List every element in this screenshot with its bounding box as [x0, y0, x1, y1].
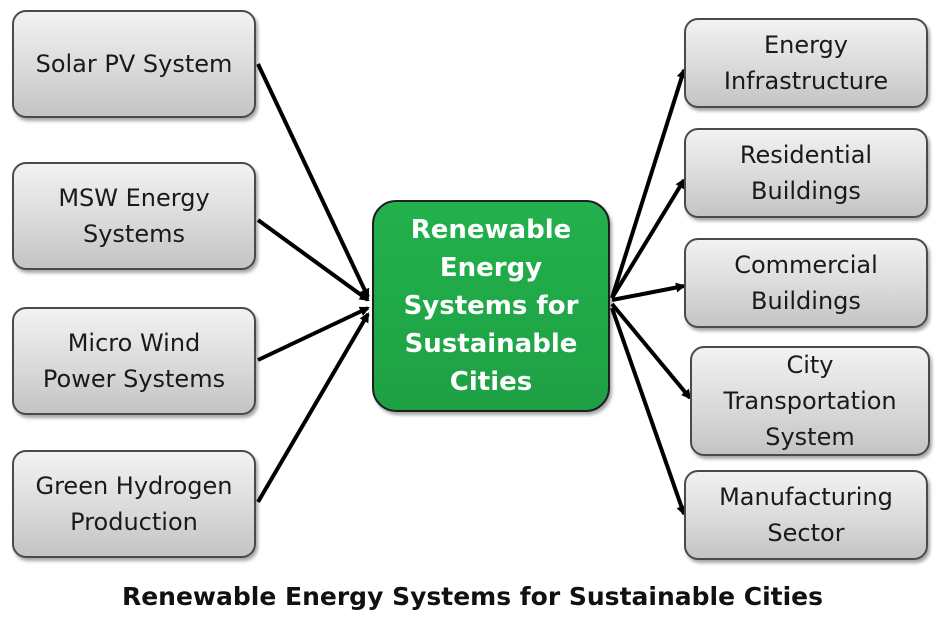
arrow-center-to-commercial	[611, 282, 686, 302]
node-residential-buildings: Residential Buildings	[684, 128, 928, 218]
center-label: Renewable Energy Systems for Sustainable…	[403, 215, 579, 397]
node-solar-pv-system: Solar PV System	[12, 10, 256, 118]
arrow-center-to-manufacturing	[610, 307, 687, 516]
node-center-renewable-energy-systems: Renewable Energy Systems for Sustainable…	[372, 200, 610, 412]
node-label: City Transportation System	[723, 351, 897, 451]
arrow-hydrogen-to-center	[256, 312, 370, 504]
node-commercial-buildings: Commercial Buildings	[684, 238, 928, 328]
diagram-caption: Renewable Energy Systems for Sustainable…	[121, 582, 824, 611]
arrow-center-to-residential	[610, 178, 686, 300]
node-manufacturing-sector: Manufacturing Sector	[684, 470, 928, 560]
node-green-hydrogen-production: Green Hydrogen Production	[12, 450, 256, 558]
node-label: MSW Energy Systems	[58, 184, 210, 248]
node-micro-wind-power-systems: Micro Wind Power Systems	[12, 307, 256, 415]
arrow-center-to-energy-infrastructure	[610, 68, 687, 299]
arrow-msw-to-center	[256, 218, 370, 302]
node-energy-infrastructure: Energy Infrastructure	[684, 18, 928, 108]
node-label: Commercial Buildings	[734, 251, 878, 315]
node-city-transportation-system: City Transportation System	[690, 346, 930, 456]
arrow-center-to-transportation	[610, 302, 692, 400]
node-label: Energy Infrastructure	[723, 31, 889, 95]
arrow-solar-to-center	[256, 63, 370, 299]
node-label: Micro Wind Power Systems	[42, 329, 226, 393]
arrow-wind-to-center	[257, 306, 370, 362]
node-label: Residential Buildings	[739, 141, 873, 205]
node-msw-energy-systems: MSW Energy Systems	[12, 162, 256, 270]
node-label: Solar PV System	[35, 50, 233, 78]
node-label: Green Hydrogen Production	[35, 472, 233, 536]
node-label: Manufacturing Sector	[719, 483, 893, 547]
